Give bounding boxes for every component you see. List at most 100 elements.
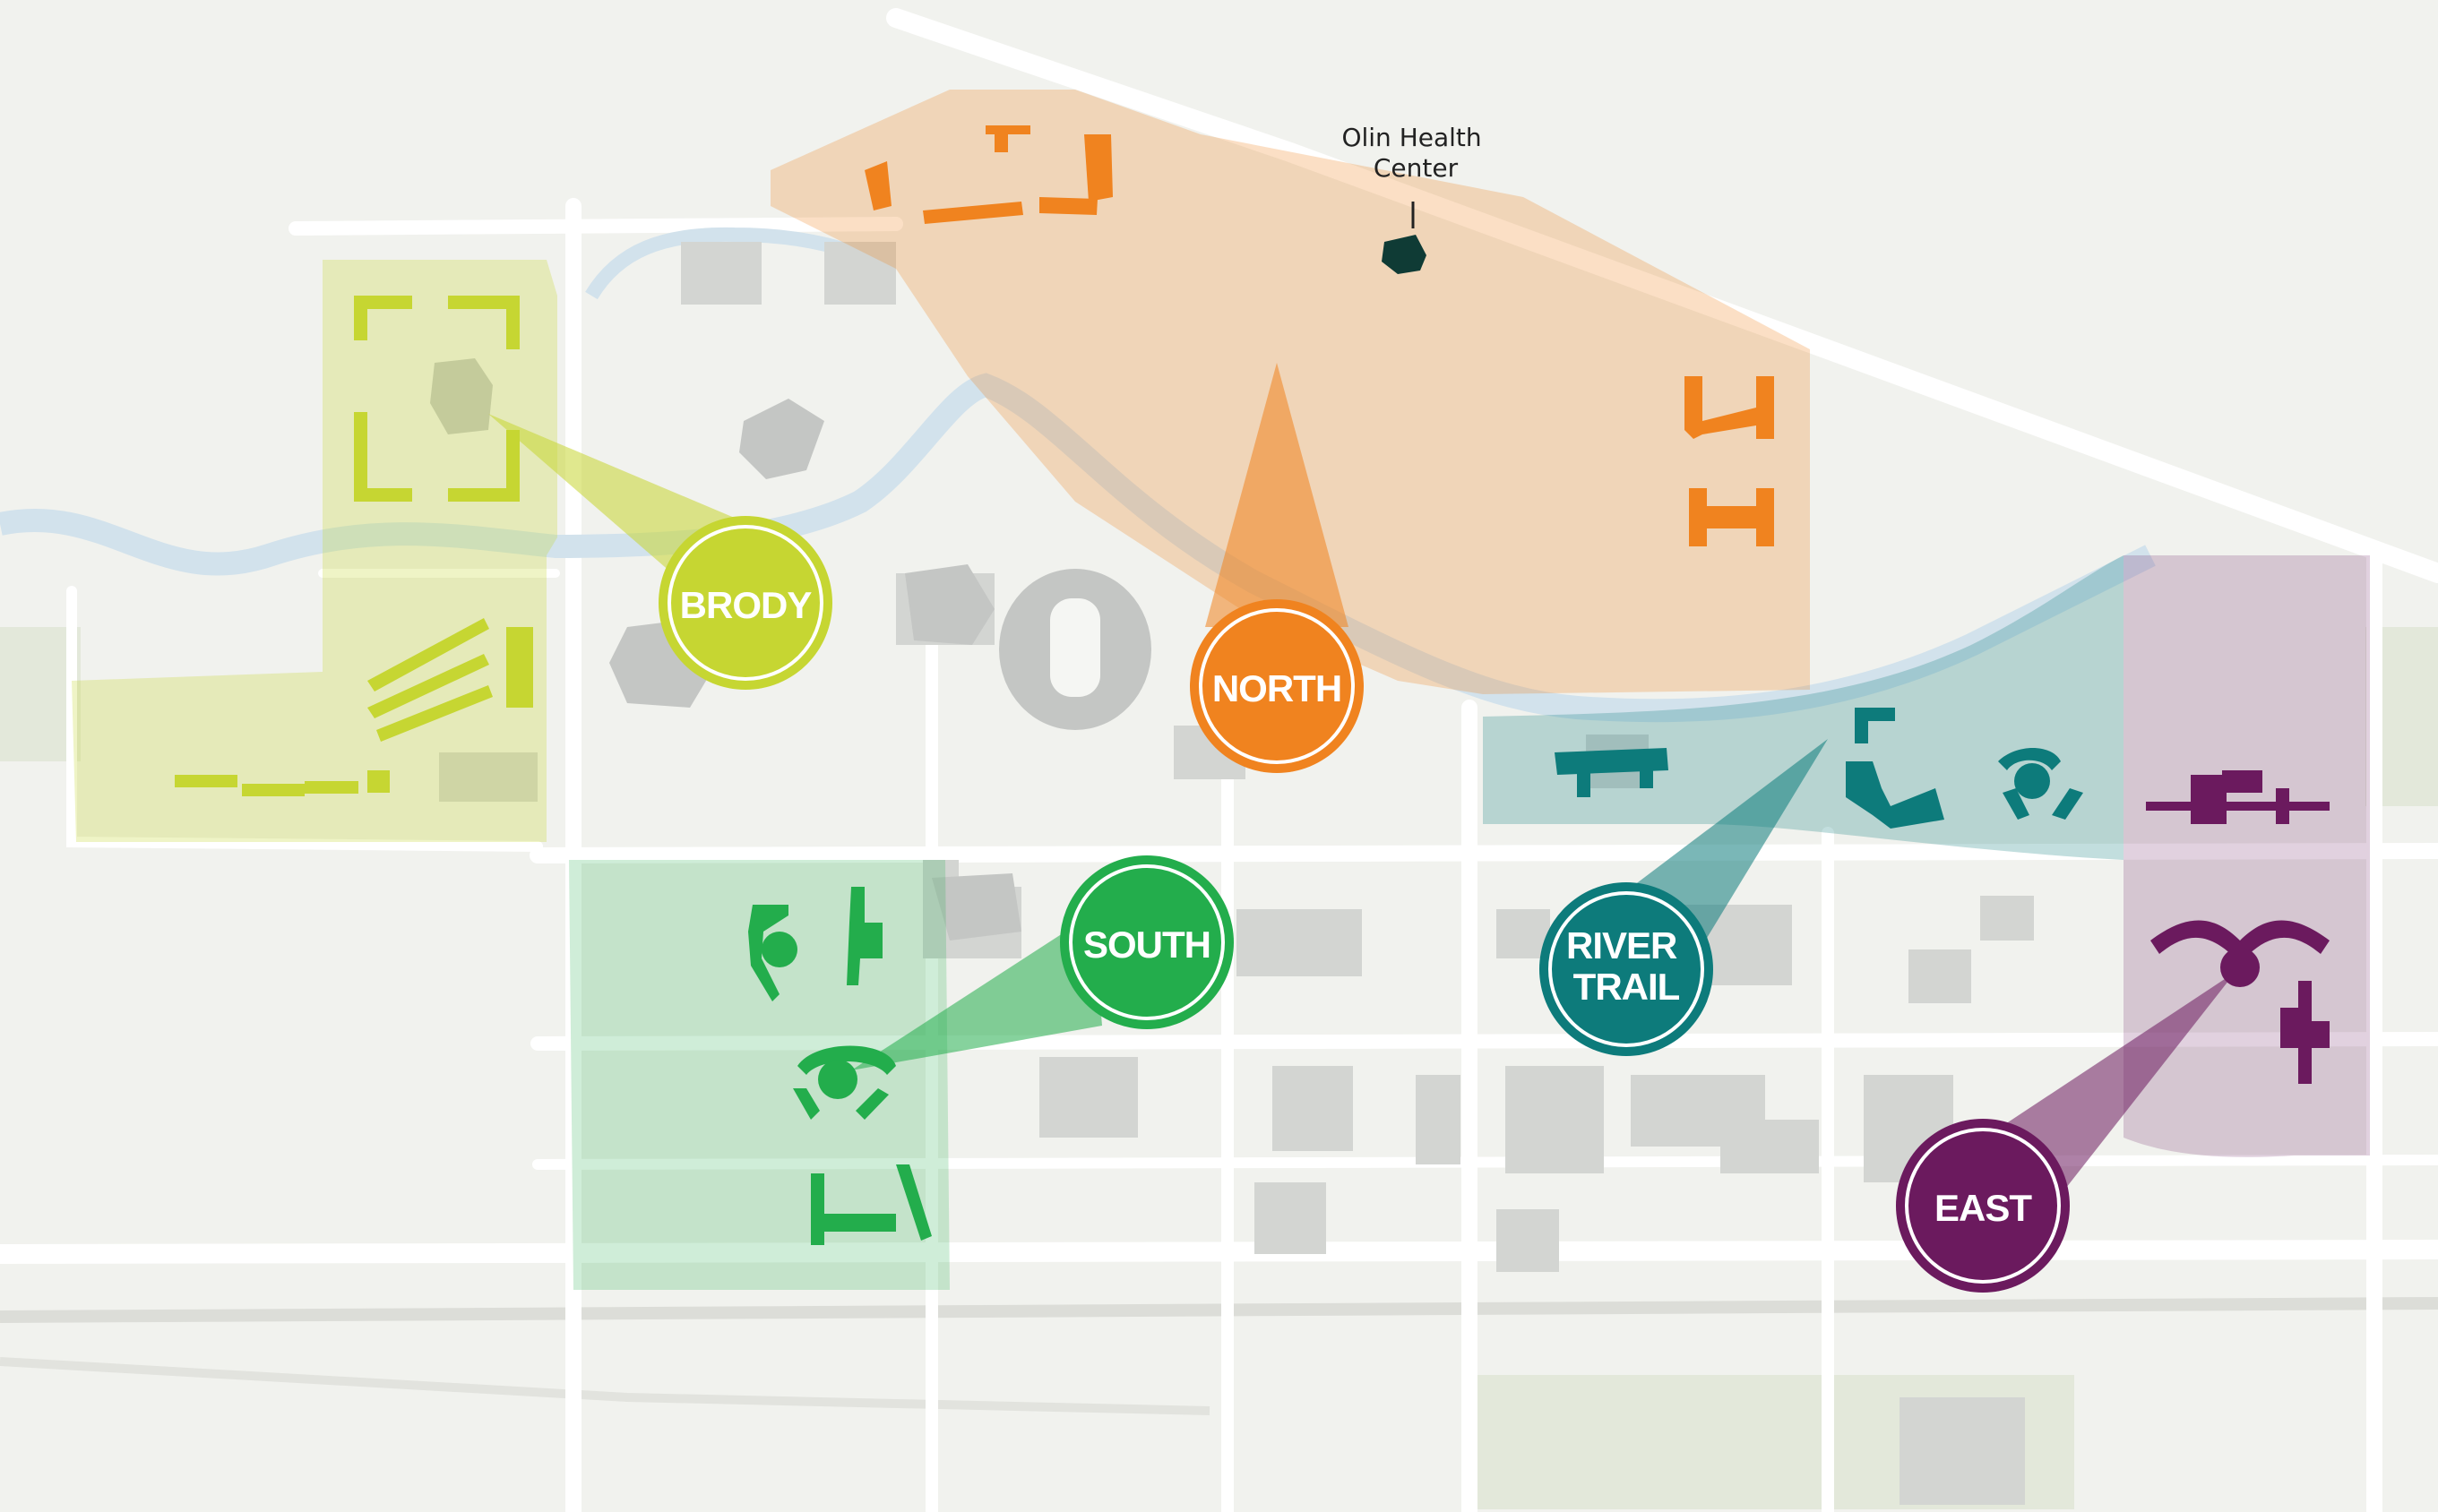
river-trail-hall[interactable] (2014, 763, 2050, 799)
badge-east[interactable]: EAST (1896, 1119, 2070, 1293)
south-hall[interactable] (811, 1173, 824, 1245)
river-trail-hall[interactable] (2052, 788, 2083, 820)
road (289, 217, 903, 236)
badge-south-label: SOUTH (1083, 924, 1210, 966)
north-hall[interactable] (1084, 134, 1113, 202)
south-hall[interactable] (847, 887, 883, 985)
brody-hall[interactable] (506, 627, 533, 708)
badge-north[interactable]: NORTH (1190, 599, 1364, 773)
east-hall[interactable] (2276, 788, 2289, 824)
badge-brody[interactable]: BRODY (659, 516, 832, 690)
brody-hall[interactable] (305, 781, 358, 794)
brody-hall[interactable] (448, 430, 520, 502)
building (1254, 1182, 1326, 1254)
brody-hall[interactable] (242, 784, 305, 796)
building (1720, 1120, 1819, 1173)
south-hall[interactable] (797, 1045, 896, 1076)
road (886, 8, 2438, 583)
road (530, 1032, 2438, 1051)
building (1496, 909, 1550, 958)
south-hall[interactable] (896, 1164, 932, 1241)
building (1039, 1057, 1138, 1138)
road (532, 1155, 2438, 1170)
olin-health-center: Olin Health Center (1341, 123, 1489, 274)
south-hall[interactable] (793, 1088, 820, 1120)
building (1236, 909, 1362, 976)
building (1505, 1066, 1604, 1173)
callout-beam-south (851, 914, 1102, 1070)
badge-south[interactable]: SOUTH (1060, 855, 1234, 1029)
callout-beam-north (1205, 363, 1348, 627)
east-hall[interactable] (2146, 802, 2330, 811)
badge-brody-label: BRODY (680, 584, 813, 626)
river-trail-hall[interactable] (1577, 770, 1590, 797)
river-trail-hall[interactable] (1640, 770, 1653, 788)
brody-hall[interactable] (448, 296, 520, 349)
south-hall[interactable] (856, 1088, 889, 1120)
east-residence-halls (2146, 770, 2330, 1084)
badge-east-label: EAST (1934, 1187, 2032, 1229)
north-hall[interactable] (1039, 197, 1098, 215)
river-trail-hall[interactable] (2003, 788, 2029, 820)
south-hall[interactable] (762, 932, 797, 967)
river-trail-residence-halls (1555, 708, 2083, 829)
building (1980, 896, 2034, 941)
north-hall[interactable] (986, 125, 1030, 152)
river-trail-hall[interactable] (1998, 748, 2061, 770)
badge-river-trail-line-2: TRAIL (1573, 966, 1680, 1008)
north-hall[interactable] (1684, 376, 1774, 439)
building (824, 242, 896, 305)
south-hall[interactable] (748, 905, 788, 1001)
building (1272, 1066, 1353, 1151)
building (430, 358, 493, 434)
badge-river-trail[interactable]: RIVER TRAIL (1539, 882, 1713, 1056)
railway (0, 1357, 1210, 1415)
badge-north-label: NORTH (1212, 667, 1341, 709)
east-hall[interactable] (2220, 948, 2260, 987)
brody-hall[interactable] (367, 654, 489, 718)
spartan-stadium (999, 569, 1151, 730)
south-hall[interactable] (818, 1060, 857, 1099)
north-hall[interactable] (923, 202, 1023, 224)
east-hall[interactable] (2280, 981, 2330, 1084)
railway (0, 1297, 2438, 1323)
building (932, 873, 1021, 941)
brody-hall[interactable] (376, 685, 493, 742)
building (1900, 1397, 2025, 1505)
olin-health-center-building[interactable] (1382, 235, 1426, 274)
brody-hall[interactable] (354, 412, 412, 502)
south-residence-halls (748, 887, 932, 1245)
badge-river-trail-line-1: RIVER (1566, 924, 1677, 966)
river-trail-hall[interactable] (1555, 748, 1668, 775)
river-trail-hall[interactable] (1855, 708, 1895, 743)
east-hall[interactable] (2191, 775, 2227, 824)
zone-north (771, 90, 1810, 694)
building (905, 564, 995, 645)
east-hall[interactable] (2150, 920, 2330, 959)
red-cedar-river (0, 373, 2156, 723)
building (1416, 1075, 1460, 1164)
north-hall[interactable] (1689, 488, 1774, 546)
building (739, 399, 824, 479)
south-hall[interactable] (824, 1214, 896, 1232)
road (0, 1240, 2438, 1264)
brody-residence-halls (175, 296, 533, 796)
building (1496, 1209, 1559, 1272)
north-hall[interactable] (865, 161, 892, 210)
brody-hall[interactable] (354, 296, 412, 340)
olin-label: Olin Health Center (1341, 123, 1489, 183)
olin-label-line-2: Center (1374, 153, 1459, 183)
badge-river-trail-label: RIVER TRAIL (1566, 924, 1686, 1008)
building (439, 752, 538, 802)
building (1908, 949, 1971, 1003)
river-trail-hall[interactable] (1846, 761, 1944, 829)
east-hall[interactable] (2222, 770, 2262, 793)
road (66, 586, 543, 852)
brody-hall[interactable] (175, 775, 237, 787)
road (530, 843, 2438, 863)
brody-hall[interactable] (367, 770, 390, 793)
north-residence-halls (865, 125, 1774, 546)
olin-label-line-1: Olin Health (1341, 123, 1481, 152)
brody-hall[interactable] (367, 618, 489, 692)
